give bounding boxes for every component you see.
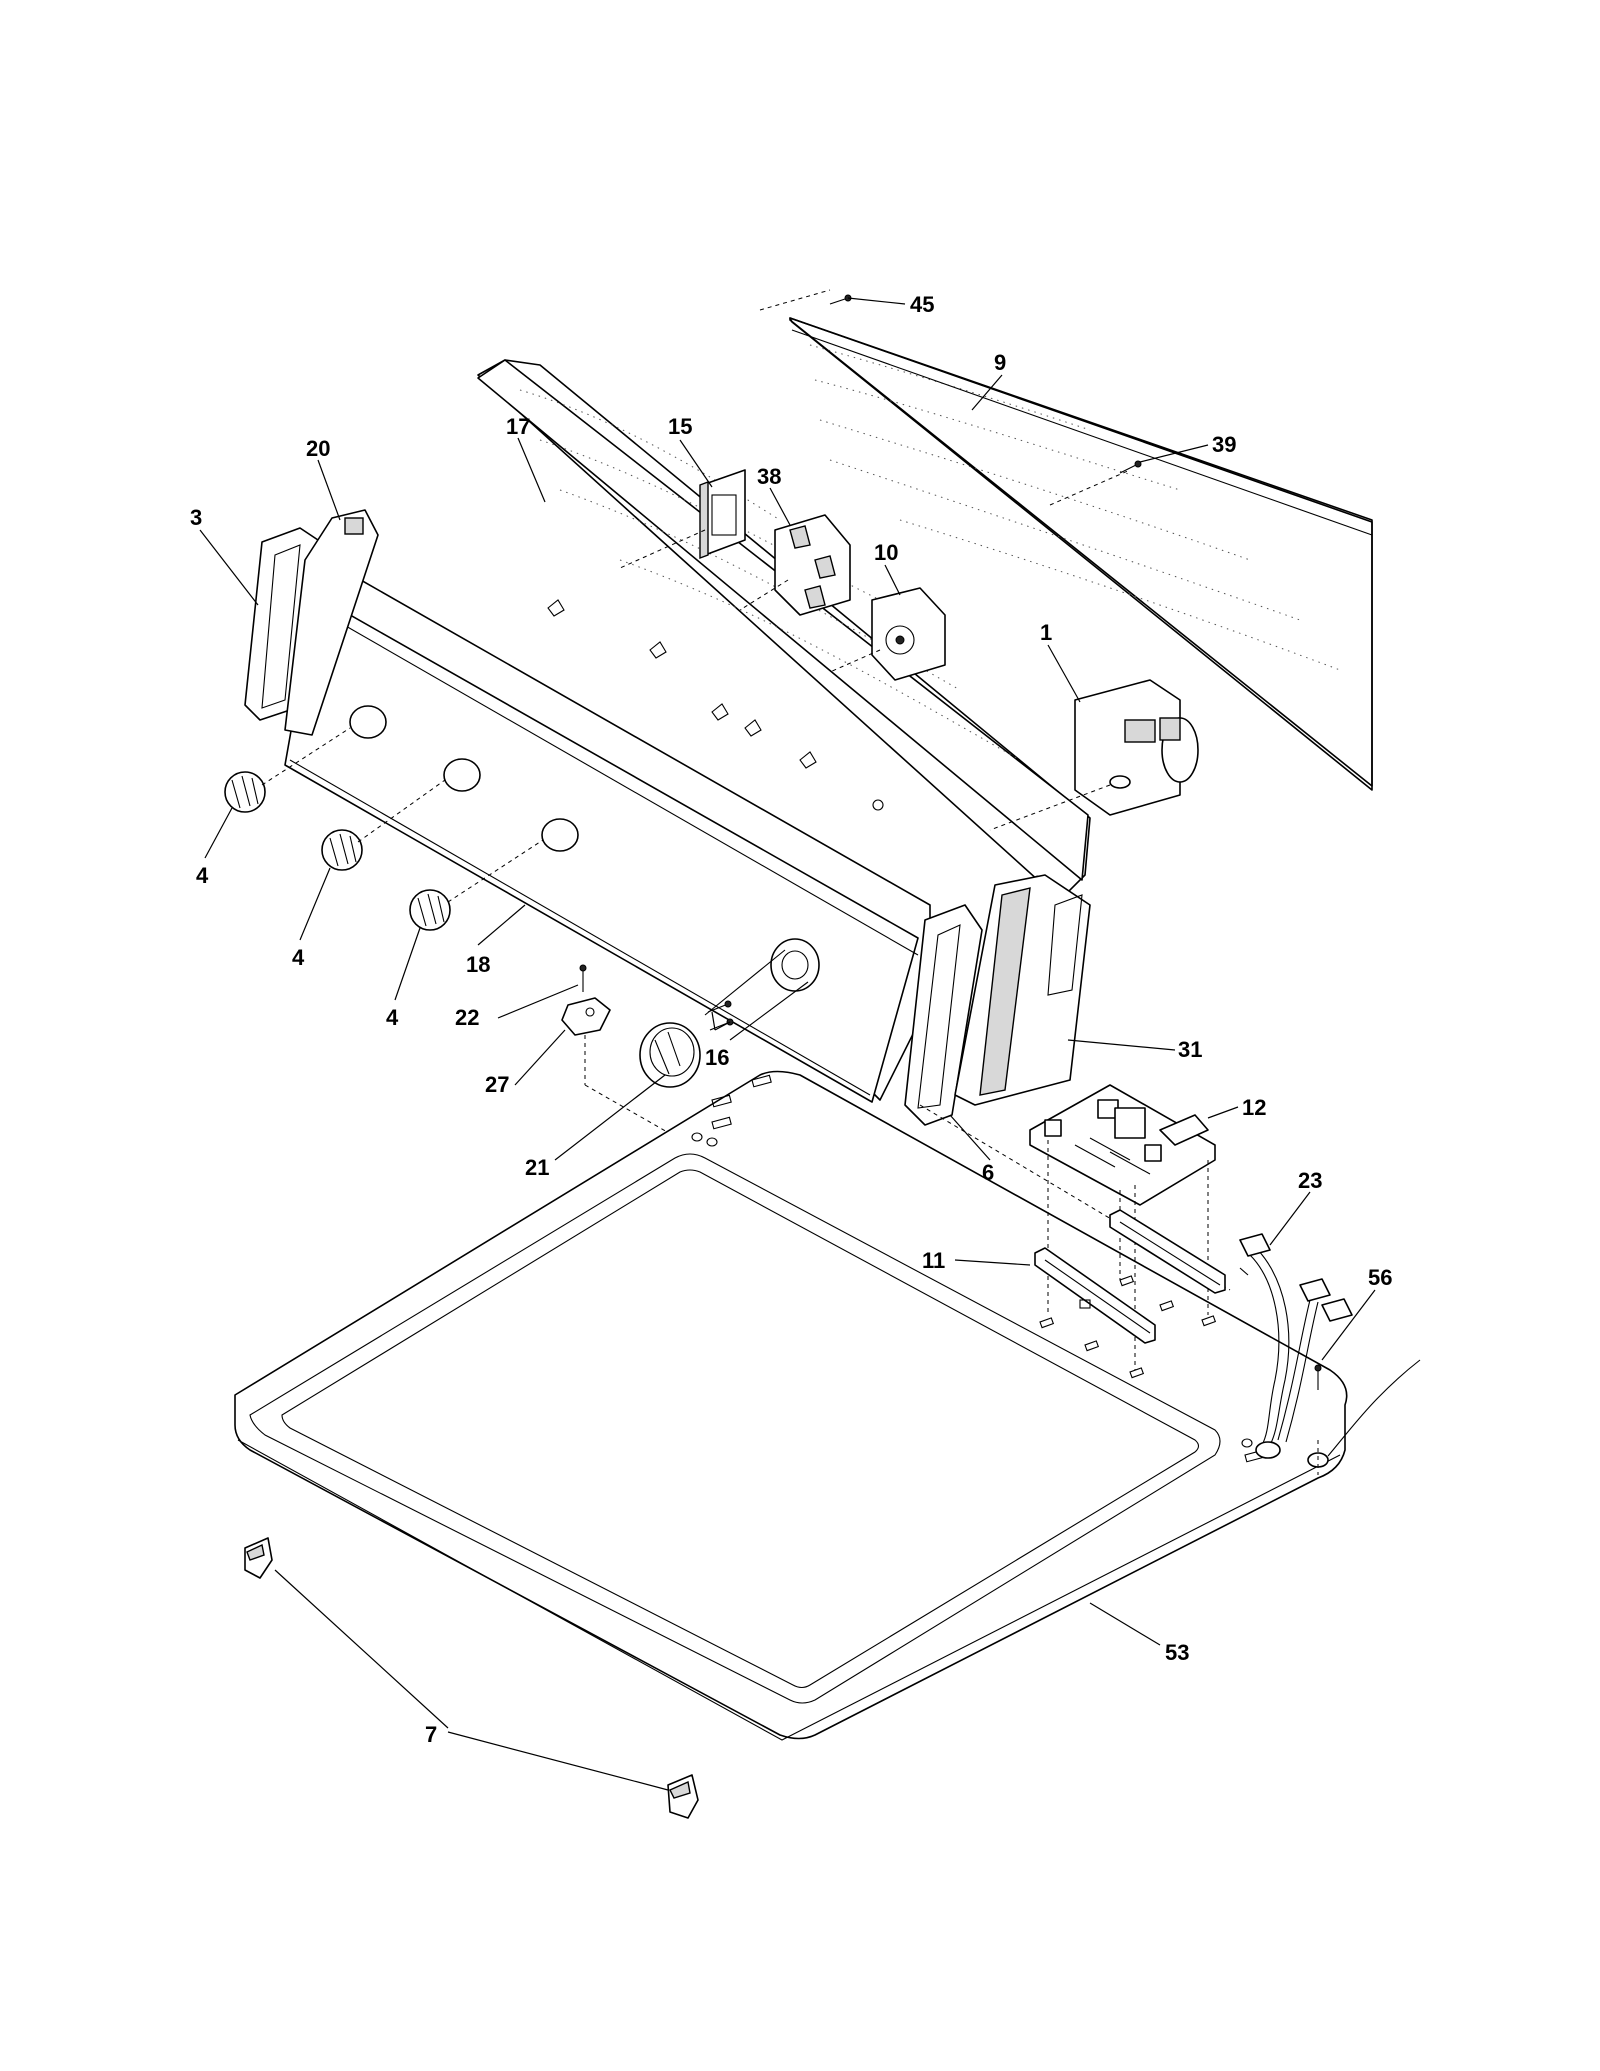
end-cap-right-6	[904, 904, 983, 1126]
timer-1	[989, 679, 1199, 831]
callout-45: 45	[910, 292, 934, 317]
switch-15	[619, 469, 746, 569]
wire-harness-23	[1239, 1233, 1421, 1475]
switch-38	[739, 514, 851, 616]
callout-11: 11	[922, 1248, 945, 1273]
callout-16: 16	[705, 1045, 729, 1070]
clip-7-upper	[244, 1537, 273, 1579]
callout-39: 39	[1212, 432, 1236, 457]
leader-lines	[199, 297, 1376, 1791]
screw-45	[829, 294, 852, 305]
switch-10	[829, 587, 946, 681]
callout-53: 53	[1165, 1640, 1189, 1665]
knob-21	[639, 1022, 701, 1088]
screw-56	[1314, 1364, 1322, 1390]
callout-17: 17	[506, 414, 530, 439]
bracket-left-20	[284, 509, 379, 736]
knob-4-a	[224, 727, 351, 813]
callout-15: 15	[668, 414, 692, 439]
control-panel-backplate	[477, 359, 1091, 901]
knob-4-c	[409, 839, 544, 931]
screw-22	[579, 964, 587, 992]
callout-27: 27	[485, 1072, 509, 1097]
screw-39	[1119, 460, 1142, 474]
callout-18: 18	[466, 952, 490, 977]
callout-22: 22	[455, 1005, 479, 1030]
board-rail-upper	[1109, 1209, 1249, 1294]
callout-4a: 4	[196, 863, 209, 888]
bracket-27	[561, 997, 691, 1146]
callout-56: 56	[1368, 1265, 1392, 1290]
callout-9: 9	[994, 350, 1006, 375]
callout-12: 12	[1242, 1095, 1266, 1120]
bracket-right-31	[954, 874, 1091, 1106]
callout-3: 3	[190, 505, 202, 530]
callout-38: 38	[757, 464, 781, 489]
control-board-12	[1029, 1084, 1216, 1370]
rail-mount-slots	[1039, 1275, 1217, 1379]
control-console-front	[284, 574, 931, 1103]
callout-10: 10	[874, 540, 898, 565]
clip-7-lower	[667, 1774, 699, 1819]
board-rail-11	[1034, 1247, 1156, 1344]
callout-6: 6	[982, 1160, 994, 1185]
callout-labels: 45 9 39 17 15 38 10 20 3 1 4 4 4 18 22 1…	[190, 292, 1392, 1747]
rear-panel	[759, 289, 1373, 791]
knob-4-b	[321, 779, 446, 871]
callout-20: 20	[306, 436, 330, 461]
callout-4b: 4	[292, 945, 305, 970]
callout-31: 31	[1178, 1037, 1202, 1062]
callout-21: 21	[525, 1155, 549, 1180]
callout-1: 1	[1040, 620, 1052, 645]
callout-7: 7	[425, 1722, 437, 1747]
callout-23: 23	[1298, 1168, 1322, 1193]
callout-4c: 4	[386, 1005, 399, 1030]
top-panel-53	[234, 1070, 1348, 1741]
